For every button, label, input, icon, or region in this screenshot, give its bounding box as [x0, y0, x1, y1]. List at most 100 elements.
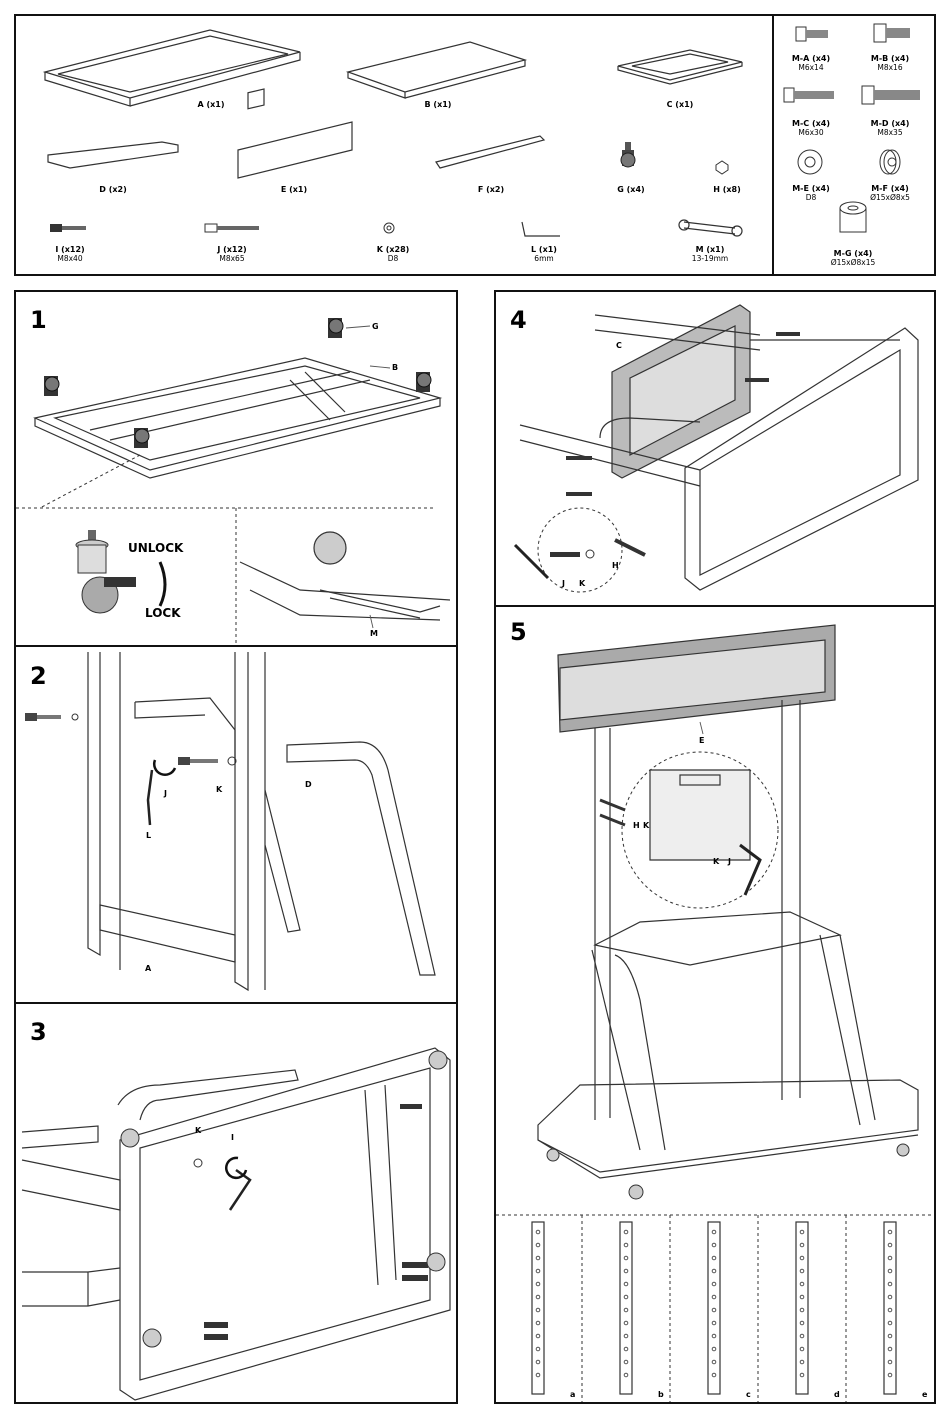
step-5-detail [650, 770, 750, 860]
step-number: 4 [510, 306, 527, 334]
callout-k: K [713, 857, 720, 866]
hole-dot [624, 1347, 628, 1351]
hole-dot [624, 1295, 628, 1299]
callout-h: H [612, 561, 619, 570]
hole-dot [800, 1373, 804, 1377]
hole-dot [712, 1360, 716, 1364]
height-option-label: d [834, 1390, 840, 1399]
hole-dot [536, 1243, 540, 1247]
bolt-icon [204, 1104, 428, 1340]
hole-dot [712, 1243, 716, 1247]
hole-dot [800, 1347, 804, 1351]
hole-dot [800, 1230, 804, 1234]
callout-h: H [633, 821, 640, 830]
hole-dot [624, 1373, 628, 1377]
hole-dot [888, 1347, 892, 1351]
hole-dot [800, 1269, 804, 1273]
hole-dot [888, 1373, 892, 1377]
hole-dot [536, 1334, 540, 1338]
hole-dot [888, 1282, 892, 1286]
hole-dot [536, 1308, 540, 1312]
hole-dot [712, 1334, 716, 1338]
hole-dot [888, 1334, 892, 1338]
hole-dot [888, 1308, 892, 1312]
hole-dot [624, 1256, 628, 1260]
hole-dot [624, 1282, 628, 1286]
hole-dot [536, 1256, 540, 1260]
hole-dot [712, 1269, 716, 1273]
hole-dot [536, 1373, 540, 1377]
hole-dot [712, 1230, 716, 1234]
bolt-icon [25, 713, 218, 765]
step-5-stand [538, 625, 918, 1178]
lock-caster-detail [76, 530, 136, 613]
step-1-base-frame [35, 358, 440, 478]
hole-dot [624, 1334, 628, 1338]
callout-k: K [643, 821, 650, 830]
hole-dot [536, 1282, 540, 1286]
hole-dot [536, 1269, 540, 1273]
hole-dot [800, 1334, 804, 1338]
hole-dot [888, 1256, 892, 1260]
step-number: 1 [30, 306, 47, 334]
caster-icon [44, 318, 431, 448]
hole-dot [800, 1360, 804, 1364]
hole-dot [712, 1256, 716, 1260]
callout-e: E [699, 736, 704, 745]
hole-dot [800, 1295, 804, 1299]
callout-k: K [216, 785, 223, 794]
step-4-frame [520, 305, 918, 590]
step-number: 2 [30, 662, 47, 690]
hole-dot [624, 1230, 628, 1234]
hole-dot [800, 1243, 804, 1247]
step-number: 5 [510, 618, 527, 646]
hole-dot [888, 1321, 892, 1325]
hole-dot [712, 1373, 716, 1377]
hole-dot [536, 1360, 540, 1364]
callout-k: K [579, 579, 586, 588]
lock-label: LOCK [145, 606, 181, 620]
height-option-label: b [658, 1390, 664, 1399]
hole-dot [536, 1347, 540, 1351]
callout-g: G [372, 322, 379, 331]
hole-dot [888, 1360, 892, 1364]
callout-b: B [392, 363, 398, 372]
hole-dot [800, 1256, 804, 1260]
hole-dot [624, 1360, 628, 1364]
caster-icon [121, 1051, 447, 1347]
hole-dot [624, 1308, 628, 1312]
hole-dot [624, 1243, 628, 1247]
callout-c: C [616, 341, 622, 350]
hole-dot [624, 1269, 628, 1273]
hole-dot [800, 1282, 804, 1286]
hole-dot [536, 1321, 540, 1325]
callout-d: D [305, 780, 312, 789]
step-3-frame [22, 1048, 450, 1400]
height-option-label: c [746, 1390, 751, 1399]
hole-dot [888, 1230, 892, 1234]
hole-dot [800, 1321, 804, 1325]
hole-dot [712, 1295, 716, 1299]
step-2-uprights [88, 652, 435, 990]
hole-dot [536, 1295, 540, 1299]
step-number: 3 [30, 1018, 47, 1046]
hole-dot [712, 1282, 716, 1286]
callout-i: I [231, 1133, 234, 1142]
callout-k: K [195, 1126, 202, 1135]
callout-m: M [370, 629, 378, 638]
height-option-label: e [922, 1390, 928, 1399]
hole-dot [800, 1308, 804, 1312]
hole-dot [624, 1321, 628, 1325]
hole-dot [888, 1243, 892, 1247]
callout-j: J [561, 579, 565, 588]
hole-dot [536, 1230, 540, 1234]
callout-j: J [163, 789, 167, 798]
hole-dot [712, 1308, 716, 1312]
callout-j: J [727, 857, 731, 866]
unlock-label: UNLOCK [128, 541, 184, 555]
hole-dot [712, 1347, 716, 1351]
wrench-tighten-detail [240, 532, 450, 620]
callout-l: L [146, 831, 151, 840]
hole-dot [712, 1321, 716, 1325]
